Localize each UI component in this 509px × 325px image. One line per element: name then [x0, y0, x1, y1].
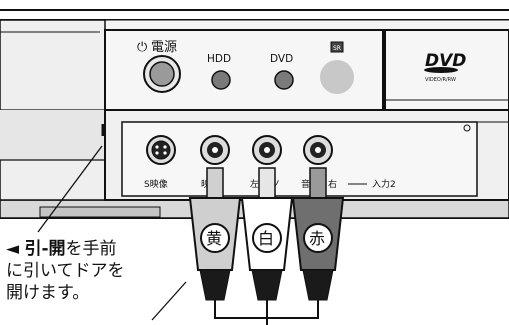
sr-badge [330, 41, 344, 53]
sr-badge-text: SR [333, 45, 341, 52]
hdd-button[interactable] [211, 70, 231, 90]
s-video-label: S映像 [144, 178, 168, 190]
leader-line-plug [151, 281, 187, 321]
dvd-logo: DVD [425, 51, 466, 71]
display-indicator [320, 60, 354, 94]
instruction-caption: ◄ 引-開を手前 に引いてドアを 開けます。 [6, 238, 176, 304]
caption-line-3: 開けます。 [6, 283, 90, 303]
white-plug[interactable] [240, 167, 294, 301]
white-label: 白 [258, 229, 274, 248]
caption-line-1: ◄ 引-開を手前 [6, 238, 176, 260]
dvd-logo-sub: VIDEO/R/RW [425, 77, 456, 83]
dvd-button[interactable] [274, 70, 294, 90]
caption-line-1-rest: を手前 [65, 239, 117, 259]
leader-line-door [37, 145, 103, 233]
power-icon: ⏻ [137, 40, 147, 55]
red-label: 赤 [309, 229, 325, 248]
dvd-label: DVD [270, 53, 293, 65]
yellow-label: 黄 [206, 229, 222, 248]
red-plug[interactable] [291, 167, 345, 301]
input-label: 入力2 [372, 178, 396, 190]
input-panel [121, 121, 478, 197]
power-label: 電源 [151, 40, 177, 55]
yellow-plug[interactable] [188, 167, 242, 301]
caption-arrow-icon: ◄ [6, 239, 20, 259]
caption-bold: 引-開 [24, 239, 66, 259]
hdd-label: HDD [207, 53, 231, 65]
caption-line-2: に引いてドアを [6, 261, 125, 281]
cable [214, 300, 319, 325]
